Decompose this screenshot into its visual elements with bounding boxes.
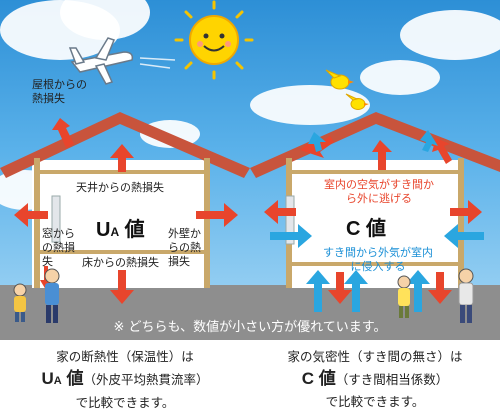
- arrow-air-enter: [444, 224, 484, 248]
- footnote: ※ どちらも、数値が小さい方が優れています。: [113, 320, 387, 335]
- arrow-floor-loss: [110, 270, 134, 304]
- caption-right-detail: （すき間相当係数）: [335, 372, 449, 387]
- label-air-enter: すき間から外気が室内に侵入する: [323, 246, 433, 273]
- airplane-icon: [68, 37, 176, 85]
- caption-left-line2: UA 値（外皮平均熱貫流率）: [0, 368, 250, 392]
- arrow-air-enter: [308, 132, 326, 152]
- caption-right-line2: C 値（すき間相当係数）: [250, 368, 500, 391]
- bird-icon: [345, 93, 369, 110]
- arrow-air-escape: [450, 200, 482, 224]
- person-icon: [397, 275, 411, 318]
- arrow-air-escape: [428, 272, 452, 304]
- bird-icon: [325, 69, 354, 90]
- caption-left: 家の断熱性（保温性）は UA 値（外皮平均熱貫流率） で比較できます。: [0, 346, 250, 414]
- left-house: [0, 112, 250, 288]
- arrow-air-enter: [344, 270, 368, 312]
- label-window-loss: 窓からの熱損失: [42, 227, 75, 268]
- caption-right-line3: で比較できます。: [325, 394, 425, 409]
- arrow-air-escape: [328, 272, 352, 304]
- label-air-escape: 室内の空気がすき間から外に逃げる: [324, 178, 434, 205]
- person-icon: [13, 283, 27, 322]
- arrow-wall-loss: [196, 203, 238, 227]
- label-floor-loss: 床からの熱損失: [82, 256, 159, 269]
- cloud: [400, 10, 500, 60]
- caption-left-detail: （外皮平均熱貫流率）: [83, 372, 209, 387]
- c-value-label: C 値: [346, 218, 386, 240]
- arrow-air-escape: [264, 200, 296, 224]
- arrow-ceiling-loss: [110, 144, 134, 172]
- caption-right: 家の気密性（すき間の無さ）は C 値（すき間相当係数） で比較できます。: [250, 346, 500, 413]
- arrow-air-enter: [420, 130, 438, 152]
- label-wall-loss: 外壁からの熱損失: [168, 227, 201, 268]
- house-diagram: [0, 0, 500, 323]
- caption-left-line1: 家の断熱性（保温性）は: [56, 349, 194, 364]
- cloud: [250, 85, 370, 125]
- arrow-air-enter: [406, 270, 430, 312]
- caption-right-line1: 家の気密性（すき間の無さ）は: [287, 349, 463, 364]
- illustration-scene: 屋根からの熱損失 天井からの熱損失 窓からの熱損失 外壁からの熱損失 床からの熱…: [0, 0, 500, 340]
- heat-loss-arrows: [14, 118, 238, 304]
- caption-left-value: UA 値: [41, 369, 84, 388]
- label-roof-loss: 屋根からの熱損失: [32, 78, 87, 105]
- captions: 家の断熱性（保温性）は UA 値（外皮平均熱貫流率） で比較できます。 家の気密…: [0, 346, 500, 418]
- label-ceiling-loss: 天井からの熱損失: [76, 181, 164, 194]
- sun-icon: [174, 0, 254, 80]
- caption-right-value: C 値: [301, 369, 336, 388]
- person-icon: [44, 268, 60, 323]
- cloud: [360, 60, 440, 95]
- air-arrows: [264, 130, 484, 312]
- ua-value-label: UA 値: [96, 219, 145, 241]
- arrow-air-enter: [270, 224, 312, 248]
- arrow-air-escape: [372, 140, 392, 170]
- arrow-window-loss: [14, 203, 48, 227]
- caption-left-line3: で比較できます。: [75, 395, 175, 410]
- person-icon: [458, 268, 474, 323]
- arrow-air-enter: [306, 270, 330, 312]
- arrow-roof-loss: [52, 118, 74, 148]
- right-house: [250, 112, 500, 288]
